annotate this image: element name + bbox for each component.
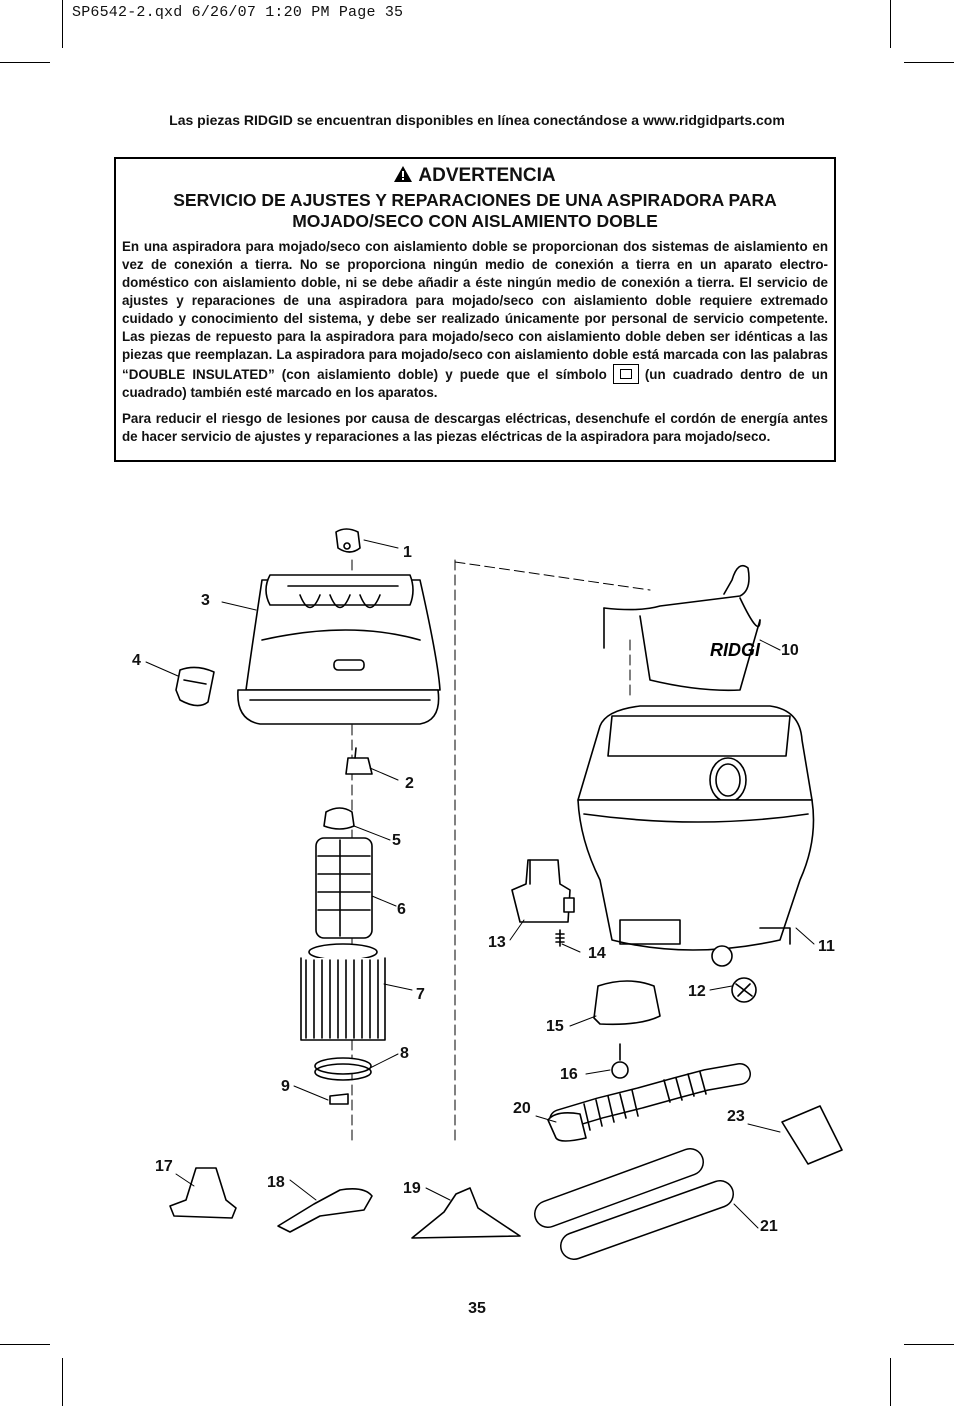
print-slug: SP6542-2.qxd 6/26/07 1:20 PM Page 35 (72, 4, 404, 21)
warning-box: ADVERTENCIA SERVICIO DE AJUSTES Y REPARA… (114, 157, 836, 462)
crop-mark (0, 62, 50, 63)
callout-6: 6 (397, 901, 406, 918)
callout-4: 4 (132, 652, 141, 669)
crop-mark (904, 1344, 954, 1345)
part-3-powerhead (237, 574, 441, 725)
callout-18: 18 (267, 1174, 285, 1191)
callout-9: 9 (281, 1078, 290, 1095)
part-4-latch (175, 666, 215, 707)
crop-mark (0, 1344, 50, 1345)
part-8-disc (314, 1057, 372, 1081)
crop-mark (890, 0, 891, 48)
warning-subtitle: SERVICIO DE AJUSTES Y REPARACIONES DE UN… (122, 190, 828, 232)
callout-15: 15 (546, 1018, 564, 1035)
warning-body: En una aspiradora para mojado/seco con a… (122, 238, 828, 446)
callout-8: 8 (400, 1045, 409, 1062)
part-21-wands (534, 1148, 734, 1260)
part-16-caster (611, 1043, 629, 1079)
part-18-crevice-tool (277, 1188, 373, 1233)
callout-12: 12 (688, 983, 706, 1000)
part-23-manual (781, 1105, 843, 1165)
callout-21: 21 (760, 1218, 778, 1235)
part-14-screw (555, 897, 575, 947)
warning-title-text: ADVERTENCIA (418, 165, 556, 186)
part-9-nut (329, 1093, 349, 1105)
part-6-cage (315, 837, 373, 939)
crop-mark (62, 1358, 63, 1406)
double-insulated-symbol-icon (612, 364, 639, 384)
callout-10: 10 (781, 642, 799, 659)
ridgid-logo-text: RIDGI (710, 640, 761, 660)
warning-triangle-icon (394, 166, 413, 188)
part-2-switch (345, 747, 373, 775)
warning-paragraph-1-tail: (un cuadrado dentro de un cuadrado) tamb… (122, 367, 828, 400)
warning-paragraph-1: En una aspiradora para mojado/seco con a… (122, 238, 828, 402)
warning-title: ADVERTENCIA (122, 165, 828, 188)
part-15-housing (593, 980, 661, 1026)
callout-3: 3 (201, 592, 210, 609)
part-1-knob (335, 528, 361, 553)
callout-19: 19 (403, 1180, 421, 1197)
warning-subtitle-line1: SERVICIO DE AJUSTES Y REPARACIONES DE UN… (173, 190, 777, 210)
callout-11: 11 (818, 938, 835, 955)
callout-2: 2 (405, 775, 414, 792)
callout-1: 1 (403, 544, 412, 561)
callout-16: 16 (560, 1066, 578, 1083)
part-12-drain-cap (711, 945, 757, 1003)
callout-20: 20 (513, 1100, 531, 1117)
part-11-drum (577, 705, 815, 951)
callout-5: 5 (392, 832, 401, 849)
part-10-caddy (603, 564, 761, 692)
crop-mark (904, 62, 954, 63)
callout-14: 14 (588, 945, 606, 962)
warning-subtitle-line2: MOJADO/SECO CON AISLAMIENTO DOBLE (292, 211, 658, 231)
callout-23: 23 (727, 1108, 745, 1125)
callout-13: 13 (488, 934, 506, 951)
warning-paragraph-2: Para reducir el riesgo de lesiones por c… (122, 411, 828, 444)
part-7-pleated-filter (300, 943, 386, 1041)
part-17-nozzle (169, 1167, 237, 1219)
warning-paragraph-1-text: En una aspiradora para mojado/seco con a… (122, 239, 828, 382)
part-19-floor-nozzle (411, 1187, 521, 1239)
page-number: 35 (468, 1300, 486, 1317)
callout-17: 17 (155, 1158, 173, 1175)
crop-mark (62, 0, 63, 48)
callout-7: 7 (416, 986, 425, 1003)
crop-mark (890, 1358, 891, 1406)
part-20-hose (547, 1063, 751, 1142)
part-5-cap (323, 807, 355, 830)
part-13-foot (511, 859, 571, 923)
parts-availability-note: Las piezas RIDGID se encuentran disponib… (169, 112, 785, 128)
